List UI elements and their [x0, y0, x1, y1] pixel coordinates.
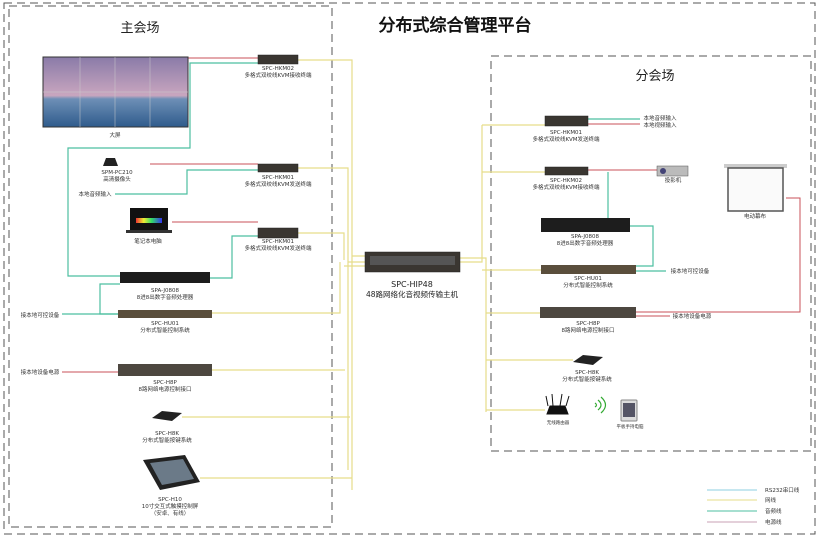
label: 分布式智能控制系统	[140, 326, 190, 334]
hkm01-device	[257, 163, 299, 173]
page-title: 分布式综合管理平台	[379, 15, 532, 36]
label: SPC-H8K	[155, 431, 179, 437]
laptop-screen	[136, 218, 162, 223]
b-h8k-keypad	[573, 355, 603, 365]
label: 投影机	[665, 176, 682, 184]
label: 高清摄像头	[103, 175, 131, 183]
branch-venue-labels: SPC-HKM01 多格式双绞线KVM发送终端 本地音频输入 本地视频输入 SP…	[532, 114, 766, 430]
label: 10寸交互式触摸控制屏	[142, 502, 199, 510]
label: 分布式智能按键系统	[562, 375, 612, 383]
b-spa-device	[541, 218, 630, 232]
label: 多格式双绞线KVM发送终端	[244, 244, 312, 252]
label: SPC-HKM02	[550, 178, 582, 184]
legend-label: 网线	[765, 496, 777, 504]
outer-border	[3, 2, 816, 535]
hkm01-device-2	[257, 227, 299, 239]
label: 大屏	[109, 131, 121, 139]
label: SPM-PC210	[101, 170, 133, 176]
touch-panel-screen	[150, 459, 194, 485]
label: SPC-H8K	[575, 370, 599, 376]
audio-lines	[62, 62, 666, 315]
label: 本地音频输入	[78, 190, 112, 198]
label: SPC-H8P	[576, 321, 600, 327]
spa-device	[120, 272, 210, 283]
h8k-keypad	[152, 411, 182, 421]
label: 电动幕布	[744, 212, 767, 220]
branch-venue-title: 分会场	[635, 69, 674, 84]
label: 多格式双绞线KVM发送终端	[244, 180, 312, 188]
label: SPC-HKM02	[262, 66, 294, 72]
label: 接本地可控设备	[671, 267, 710, 275]
h8p-device	[118, 364, 212, 376]
b-hkm02-device	[544, 166, 589, 176]
host-desc: 48路网络化音视频传输主机	[366, 289, 459, 299]
label: SPC-HKM01	[550, 130, 582, 136]
b-hkm01-device	[544, 115, 589, 127]
legend-label: RS232串口线	[765, 486, 800, 494]
label: 本地视频输入	[643, 121, 677, 129]
main-venue-border	[8, 5, 333, 528]
camera-icon	[103, 158, 118, 166]
laptop-base	[126, 230, 172, 233]
label: 多格式双绞线KVM发送终端	[532, 135, 600, 143]
label: SPC-HKM01	[262, 239, 294, 245]
label: （安卓、有线）	[151, 509, 190, 517]
label: 多格式双绞线KVM接收终端	[532, 183, 600, 191]
label: SPC-H10	[158, 497, 182, 503]
main-venue-labels: 大屏 SPC-HKM02 多格式双绞线KVM接收终端 SPM-PC210 高清摄…	[21, 66, 312, 517]
label: SPC-HU01	[151, 321, 179, 327]
legend-label: 音频线	[765, 507, 782, 515]
label: SPA-J0808	[571, 234, 600, 240]
label: SPA-J0808	[151, 288, 180, 294]
legend-label: 电源线	[765, 518, 782, 526]
tablet-screen	[623, 403, 635, 417]
label: 本地音频输入	[643, 114, 677, 122]
screen-case	[724, 164, 787, 168]
label: 接本地设备电源	[673, 312, 712, 320]
hu01-device	[118, 310, 212, 318]
label: 笔记本电脑	[134, 237, 162, 245]
label: 多格式双绞线KVM接收终端	[244, 71, 312, 79]
label: 无线路由器	[547, 419, 570, 426]
b-hu01-device	[541, 265, 636, 274]
projector-lens	[660, 168, 666, 174]
main-venue-title: 主会场	[120, 21, 159, 36]
projector-icon	[656, 165, 689, 177]
b-h8p-device	[540, 307, 636, 318]
branch-venue-border	[490, 55, 812, 452]
label: 分布式智能控制系统	[563, 281, 613, 289]
wifi-icon	[594, 396, 607, 414]
label: 8进8出数字音频处理器	[137, 293, 194, 301]
video-power-lines	[62, 57, 801, 373]
legend: RS232串口线 网线 音频线 电源线	[707, 486, 800, 526]
label: 接本地可控设备	[21, 311, 60, 319]
label: SPC-HU01	[574, 276, 602, 282]
label: SPC-H8P	[153, 380, 177, 386]
label: 8路网络电源控制接口	[562, 326, 615, 334]
label: 接本地设备电源	[21, 368, 60, 376]
hkm02-device	[257, 54, 299, 65]
label: 8路网络电源控制接口	[139, 385, 192, 393]
network-lines	[182, 59, 573, 490]
label: SPC-HKM01	[262, 175, 294, 181]
label: 平板手持电脑	[617, 423, 644, 430]
host-model: SPC-HIP48	[391, 280, 433, 289]
router-icon	[545, 393, 570, 415]
electric-screen	[727, 167, 784, 212]
label: 8进8出数字音频处理器	[557, 239, 614, 247]
host-ports	[370, 256, 455, 265]
video-wall-grid	[43, 57, 188, 127]
label: 分布式智能按键系统	[142, 436, 192, 444]
